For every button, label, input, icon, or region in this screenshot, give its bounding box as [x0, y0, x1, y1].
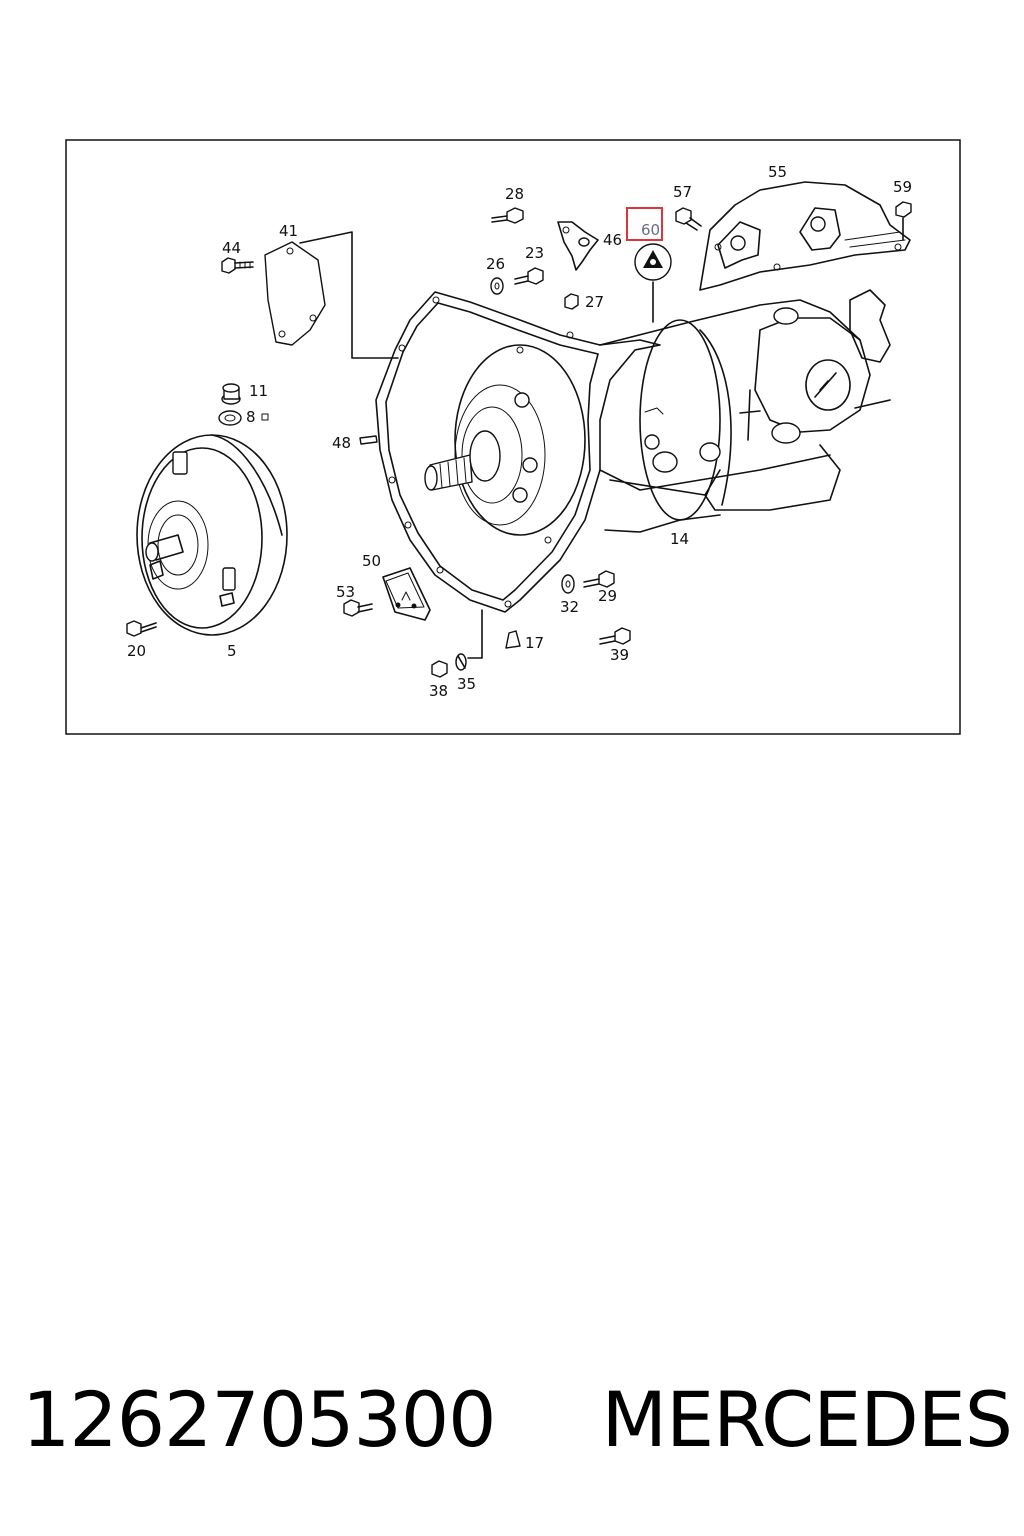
cover-50-drawing — [382, 567, 431, 621]
callout-44: 44 — [222, 239, 241, 257]
bolt-57-drawing — [675, 207, 702, 231]
callout-28: 28 — [505, 185, 524, 203]
callout-8: 8 — [246, 408, 256, 426]
callout-39: 39 — [610, 646, 629, 664]
callout-57: 57 — [673, 183, 692, 201]
bolt-29-drawing — [583, 570, 615, 588]
plug-17-drawing — [505, 630, 521, 649]
cover-plate-41 — [264, 231, 399, 359]
nut-38-drawing — [431, 660, 448, 678]
bolt-28-drawing — [491, 207, 524, 224]
mount-60-drawing — [634, 243, 672, 281]
pin-48-drawing — [359, 435, 378, 445]
callout-60: 60 — [641, 221, 660, 239]
callout-55: 55 — [768, 163, 787, 181]
washer-32-drawing — [561, 574, 575, 594]
callout-38: 38 — [429, 682, 448, 700]
bolt-20-drawing — [126, 620, 157, 637]
callout-48: 48 — [332, 434, 351, 452]
part-number: 1262705300 — [22, 1374, 497, 1464]
torque-converter — [136, 434, 288, 636]
callout-41: 41 — [279, 222, 298, 240]
highlight-box-60 — [626, 207, 663, 241]
callout-50: 50 — [362, 552, 381, 570]
brand-name: MERCEDES — [601, 1374, 1013, 1464]
washer-35-drawing — [455, 653, 467, 671]
washer-26-drawing — [490, 277, 504, 295]
callout-32: 32 — [560, 598, 579, 616]
bolt-23-drawing — [514, 267, 544, 285]
callout-27: 27 — [585, 293, 604, 311]
callout-11: 11 — [249, 382, 268, 400]
diagram-frame — [65, 139, 961, 735]
callout-23: 23 — [525, 244, 544, 262]
callout-26: 26 — [486, 255, 505, 273]
bolt-44-drawing — [221, 257, 254, 274]
callout-35: 35 — [457, 675, 476, 693]
transmission-case — [375, 281, 891, 659]
callout-17: 17 — [525, 634, 544, 652]
bolt-39-drawing — [599, 627, 631, 645]
callout-59: 59 — [893, 178, 912, 196]
nut-27-drawing — [564, 293, 579, 310]
callout-53: 53 — [336, 583, 355, 601]
caption: 1262705300 MERCEDES — [22, 1364, 1013, 1474]
bolt-53-drawing — [343, 599, 373, 617]
callout-5: 5 — [227, 642, 237, 660]
plug-11-and-washer-8 — [218, 383, 269, 426]
callout-20: 20 — [127, 642, 146, 660]
callout-46: 46 — [603, 231, 622, 249]
callout-29: 29 — [598, 587, 617, 605]
crossmember-55-drawing — [699, 181, 911, 291]
bracket-46-drawing — [557, 221, 599, 271]
callout-14: 14 — [670, 530, 689, 548]
nut-59-drawing — [895, 201, 912, 241]
